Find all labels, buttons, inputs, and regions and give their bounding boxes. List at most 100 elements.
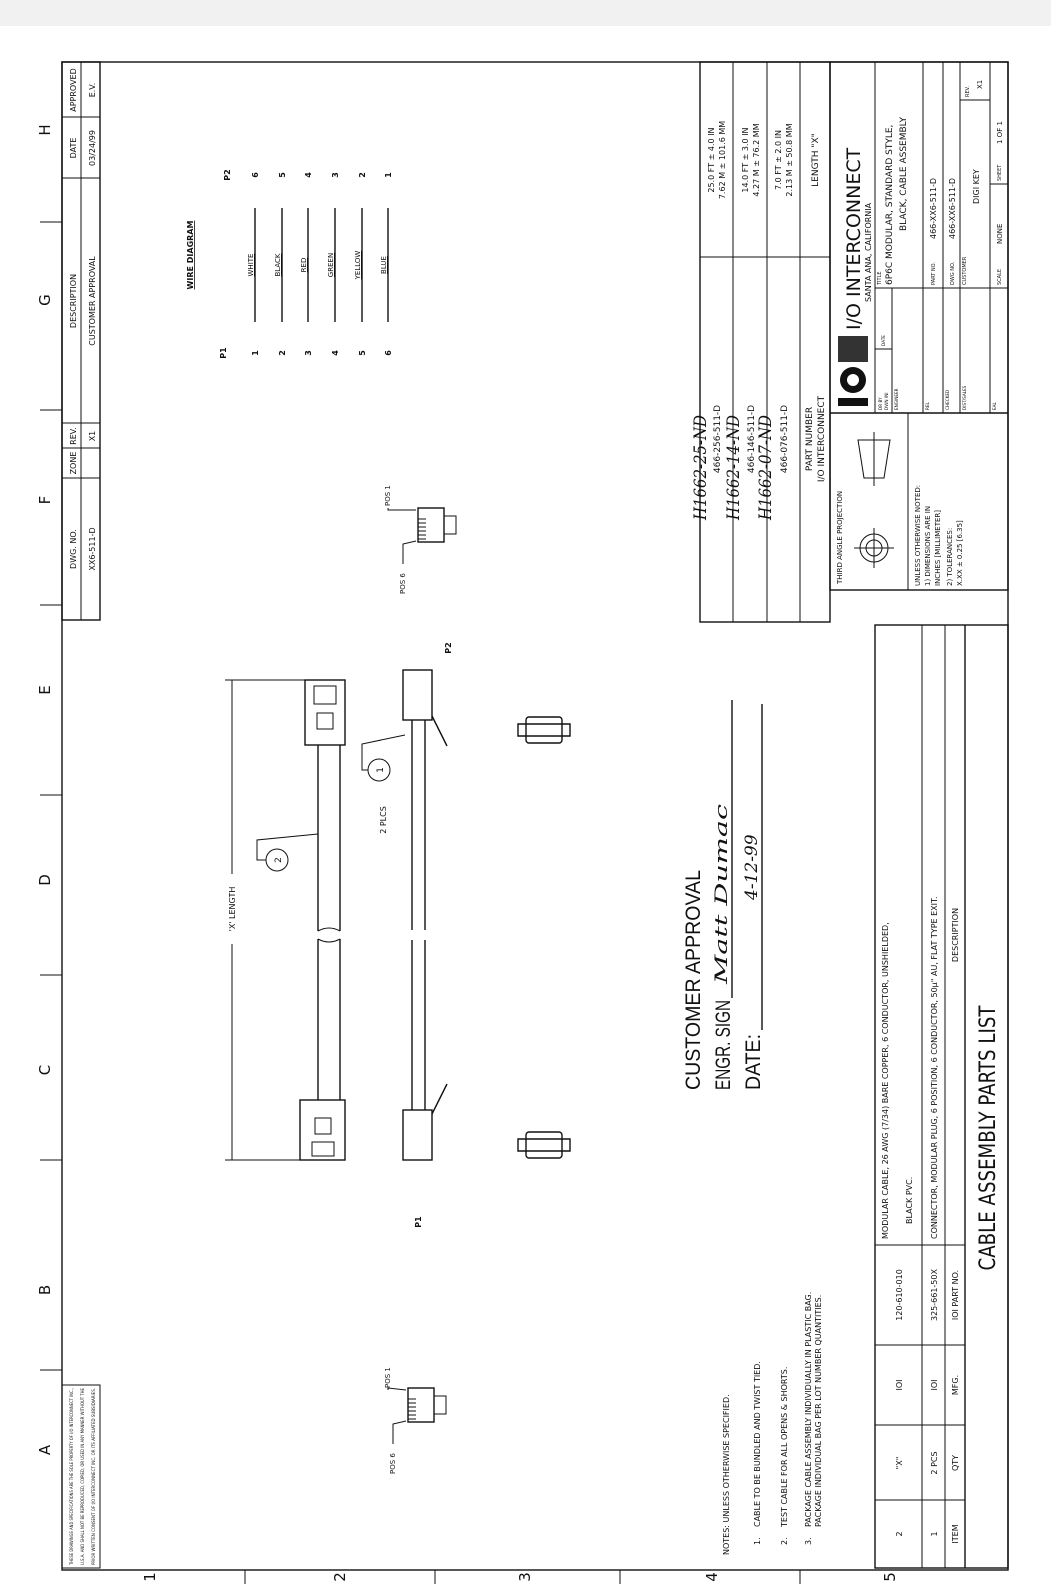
- projection-label: THIRD ANGLE PROJECTION: [836, 491, 844, 585]
- rev-description: CUSTOMER APPROVAL: [88, 256, 97, 346]
- rev-header-date: DATE: [69, 138, 78, 159]
- scale-value: NONE: [996, 224, 1004, 244]
- tolerance-line: 1) DIMENSIONS ARE IN: [924, 506, 932, 586]
- p1-pin: 4: [331, 350, 340, 356]
- title-line: BLACK, CABLE ASSEMBLY: [899, 117, 909, 232]
- tolerance-line: UNLESS OTHERWISE NOTED:: [914, 485, 922, 586]
- p2-pin: 2: [358, 172, 367, 178]
- x-length-label: 'X' LENGTH: [228, 887, 237, 932]
- zone-letter: F: [36, 496, 54, 505]
- p1-pin: 3: [304, 350, 313, 356]
- zone-letter: E: [36, 685, 54, 694]
- note-text: PACKAGE INDIVIDUAL BAG PER LOT NUMBER QU…: [814, 1295, 823, 1527]
- customer-value: DIGI KEY: [972, 169, 981, 204]
- zone-letter: G: [36, 294, 54, 306]
- cell-qty: 2 PCS: [930, 1451, 939, 1474]
- zone-letter: D: [36, 874, 54, 886]
- wire-color: GREEN: [327, 253, 335, 277]
- p1-pin: 5: [358, 350, 367, 356]
- cell-item: 1: [930, 1531, 939, 1536]
- p1-header: P1: [219, 347, 228, 359]
- company-name: I/O INTERCONNECT: [843, 147, 865, 330]
- length-part-number: 466-146-511-D: [747, 405, 757, 473]
- title-block: THIRD ANGLE PROJECTION UNLESS OTHERWISE …: [829, 61, 1009, 591]
- part-no-label: PART NO.: [931, 262, 937, 285]
- zone-number: 4: [703, 1572, 721, 1582]
- wire-diagram-title: WIRE DIAGRAM: [186, 221, 195, 290]
- engr-sign-label: ENGR. SIGN: [712, 1000, 735, 1090]
- front-views: [517, 716, 571, 1159]
- zone-letter: H: [36, 124, 54, 135]
- note-text: PACKAGE CABLE ASSEMBLY INDIVIDUALLY IN P…: [804, 1292, 813, 1527]
- header-part-no: IOI PART NO.: [951, 1270, 960, 1320]
- length-metric: 4.27 M ± 76.2 MM: [752, 123, 761, 196]
- side-label: DATE: [881, 335, 886, 346]
- parts-list-title: CABLE ASSEMBLY PARTS LIST: [976, 1005, 1001, 1270]
- length-part-number: 466-076-511-D: [780, 405, 790, 473]
- side-label: DWN INI: [884, 393, 889, 410]
- sheet-value: 1 OF 1: [996, 121, 1004, 144]
- length-table: 466-256-511-D 25.0 FT ± 4.0 IN 7.62 M ± …: [699, 61, 831, 623]
- header-part-company: I/O INTERCONNECT: [817, 395, 827, 482]
- rev-value: X1: [976, 80, 984, 89]
- length-feet: 7.0 FT ± 2.0 IN: [774, 130, 783, 190]
- side-label: DR BY: [878, 397, 883, 410]
- customer-approval: CUSTOMER APPROVAL ENGR. SIGN Matt Dumac …: [682, 700, 765, 1090]
- rev-header-rev: REV.: [69, 427, 78, 445]
- tolerance-line: INCHES [MILLIMETER]: [934, 510, 942, 586]
- zone-letters: A B C D E F G H 1 2 3 4 5: [36, 124, 899, 1581]
- p1-connector-top: [299, 1099, 346, 1161]
- notes-title: NOTES: UNLESS OTHERWISE SPECIFIED.: [722, 1394, 731, 1555]
- cable-body: [317, 745, 341, 1100]
- p2-header: P2: [223, 169, 232, 180]
- side-label: ENGINEER: [894, 388, 899, 410]
- wire-color: WHITE: [247, 254, 255, 277]
- dwg-no-value: 466-XX6-511-D: [948, 178, 957, 239]
- date-label: DATE:: [742, 1034, 765, 1090]
- cell-part-no: 120-610-010: [895, 1269, 904, 1321]
- p2-plug-side: [402, 669, 433, 721]
- zone-number: 5: [881, 1572, 899, 1582]
- side-label: REL: [925, 401, 930, 410]
- p1-label: P1: [414, 1216, 423, 1228]
- p1-pos1-label: POS 1: [384, 1367, 392, 1388]
- sheet-label: SHEET: [997, 164, 1003, 181]
- p2-pos1-label: POS 1: [384, 485, 392, 506]
- cell-mfg: IOI: [895, 1379, 904, 1390]
- p2-connector-top: [304, 679, 346, 746]
- p2-pos6-label: POS 6: [399, 573, 407, 594]
- table-row: 2 "X" IOI 120-610-010: [895, 1269, 904, 1536]
- side-label: DIST/SALES: [962, 385, 967, 410]
- approval-title: CUSTOMER APPROVAL: [682, 870, 705, 1090]
- rev-approved: E.V.: [88, 83, 97, 98]
- title-line: 6P6C MODULAR, STANDARD STYLE,: [885, 125, 895, 285]
- note-number: 1.: [753, 1537, 762, 1545]
- proprietary-notice: THESE DRAWINGS AND SPECIFICATIONS ARE TH…: [61, 1384, 101, 1569]
- zone-ticks: [40, 221, 801, 1584]
- title-label: TITLE: [877, 271, 883, 286]
- zone-number: 1: [141, 1572, 159, 1582]
- revision-block: DWG. NO. ZONE REV. DESCRIPTION DATE APPR…: [61, 61, 101, 621]
- signature: Matt Dumac: [712, 803, 732, 985]
- p1-pin: 2: [278, 350, 287, 356]
- rev-header-dwg-no: DWG. NO.: [69, 529, 78, 569]
- header-part-number: PART NUMBER: [805, 407, 815, 471]
- length-feet: 25.0 FT ± 4.0 IN: [707, 127, 716, 192]
- third-angle-projection-icon: [854, 432, 894, 568]
- dwg-no-label: DWG NO.: [950, 261, 956, 285]
- p2-pin: 5: [278, 172, 287, 178]
- handwritten-part: H1662-07-ND: [756, 415, 776, 521]
- p2-pin: 1: [384, 172, 393, 178]
- zone-number: 3: [516, 1572, 534, 1582]
- note-number: 2.: [780, 1537, 789, 1545]
- rev-header-approved: APPROVED: [69, 68, 78, 112]
- rev-number: X1: [88, 431, 97, 442]
- rev-header-zone: ZONE: [69, 452, 78, 475]
- company-location: SANTA ANA, CALIFORNIA: [864, 202, 873, 302]
- customer-label: CUSTOMER: [962, 256, 968, 285]
- part-no-value: 466-XX6-511-D: [929, 178, 938, 239]
